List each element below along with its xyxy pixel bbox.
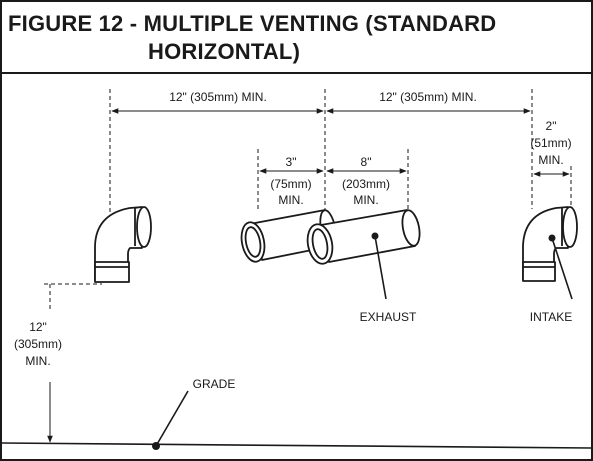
grade-line — [2, 442, 591, 449]
dim-label-exhaust-length-1: 8" — [361, 155, 372, 169]
dimension-text: 12" (305mm) MIN. 12" (305mm) MIN. 3" (75… — [14, 90, 572, 368]
dim-label-exhaust-gap-3: MIN. — [278, 193, 303, 207]
intake-elbow-fitting — [522, 206, 578, 282]
dim-label-right-spacing: 12" (305mm) MIN. — [379, 90, 477, 104]
dimension-lines — [47, 108, 570, 443]
leader-grade — [155, 390, 189, 447]
leader-exhaust — [374, 235, 387, 300]
label-exhaust: EXHAUST — [360, 310, 417, 324]
dim-label-grade-clearance-3: MIN. — [25, 354, 50, 368]
label-intake: INTAKE — [530, 310, 572, 324]
dim-label-intake-extension-1: 2" — [546, 119, 557, 133]
venting-diagram: 12" (305mm) MIN. 12" (305mm) MIN. 3" (75… — [2, 89, 591, 450]
leader-lines — [155, 235, 573, 447]
left-elbow-fitting — [94, 206, 152, 283]
extension-lines — [44, 89, 572, 310]
dim-label-grade-clearance-1: 12" — [29, 320, 47, 334]
dim-label-intake-extension-3: MIN. — [538, 153, 563, 167]
dim-label-intake-extension-2: (51mm) — [530, 136, 571, 150]
dim-label-exhaust-length-2: (203mm) — [342, 177, 390, 191]
dim-label-left-spacing: 12" (305mm) MIN. — [169, 90, 267, 104]
grade-point — [152, 442, 160, 450]
dim-label-exhaust-gap-2: (75mm) — [270, 177, 311, 191]
figure-title-line-2: HORIZONTAL) — [148, 39, 301, 64]
figure-title-line-1: FIGURE 12 - MULTIPLE VENTING (STANDARD — [8, 11, 497, 36]
dim-label-grade-clearance-2: (305mm) — [14, 337, 62, 351]
leader-intake — [551, 237, 573, 300]
dim-label-exhaust-length-3: MIN. — [353, 193, 378, 207]
exhaust-pipe-right — [306, 209, 421, 265]
dim-label-exhaust-gap-1: 3" — [286, 155, 297, 169]
part-labels: EXHAUST INTAKE GRADE — [193, 310, 573, 391]
label-grade: GRADE — [193, 377, 236, 391]
figure-title-box: FIGURE 12 - MULTIPLE VENTING (STANDARD H… — [2, 2, 591, 74]
